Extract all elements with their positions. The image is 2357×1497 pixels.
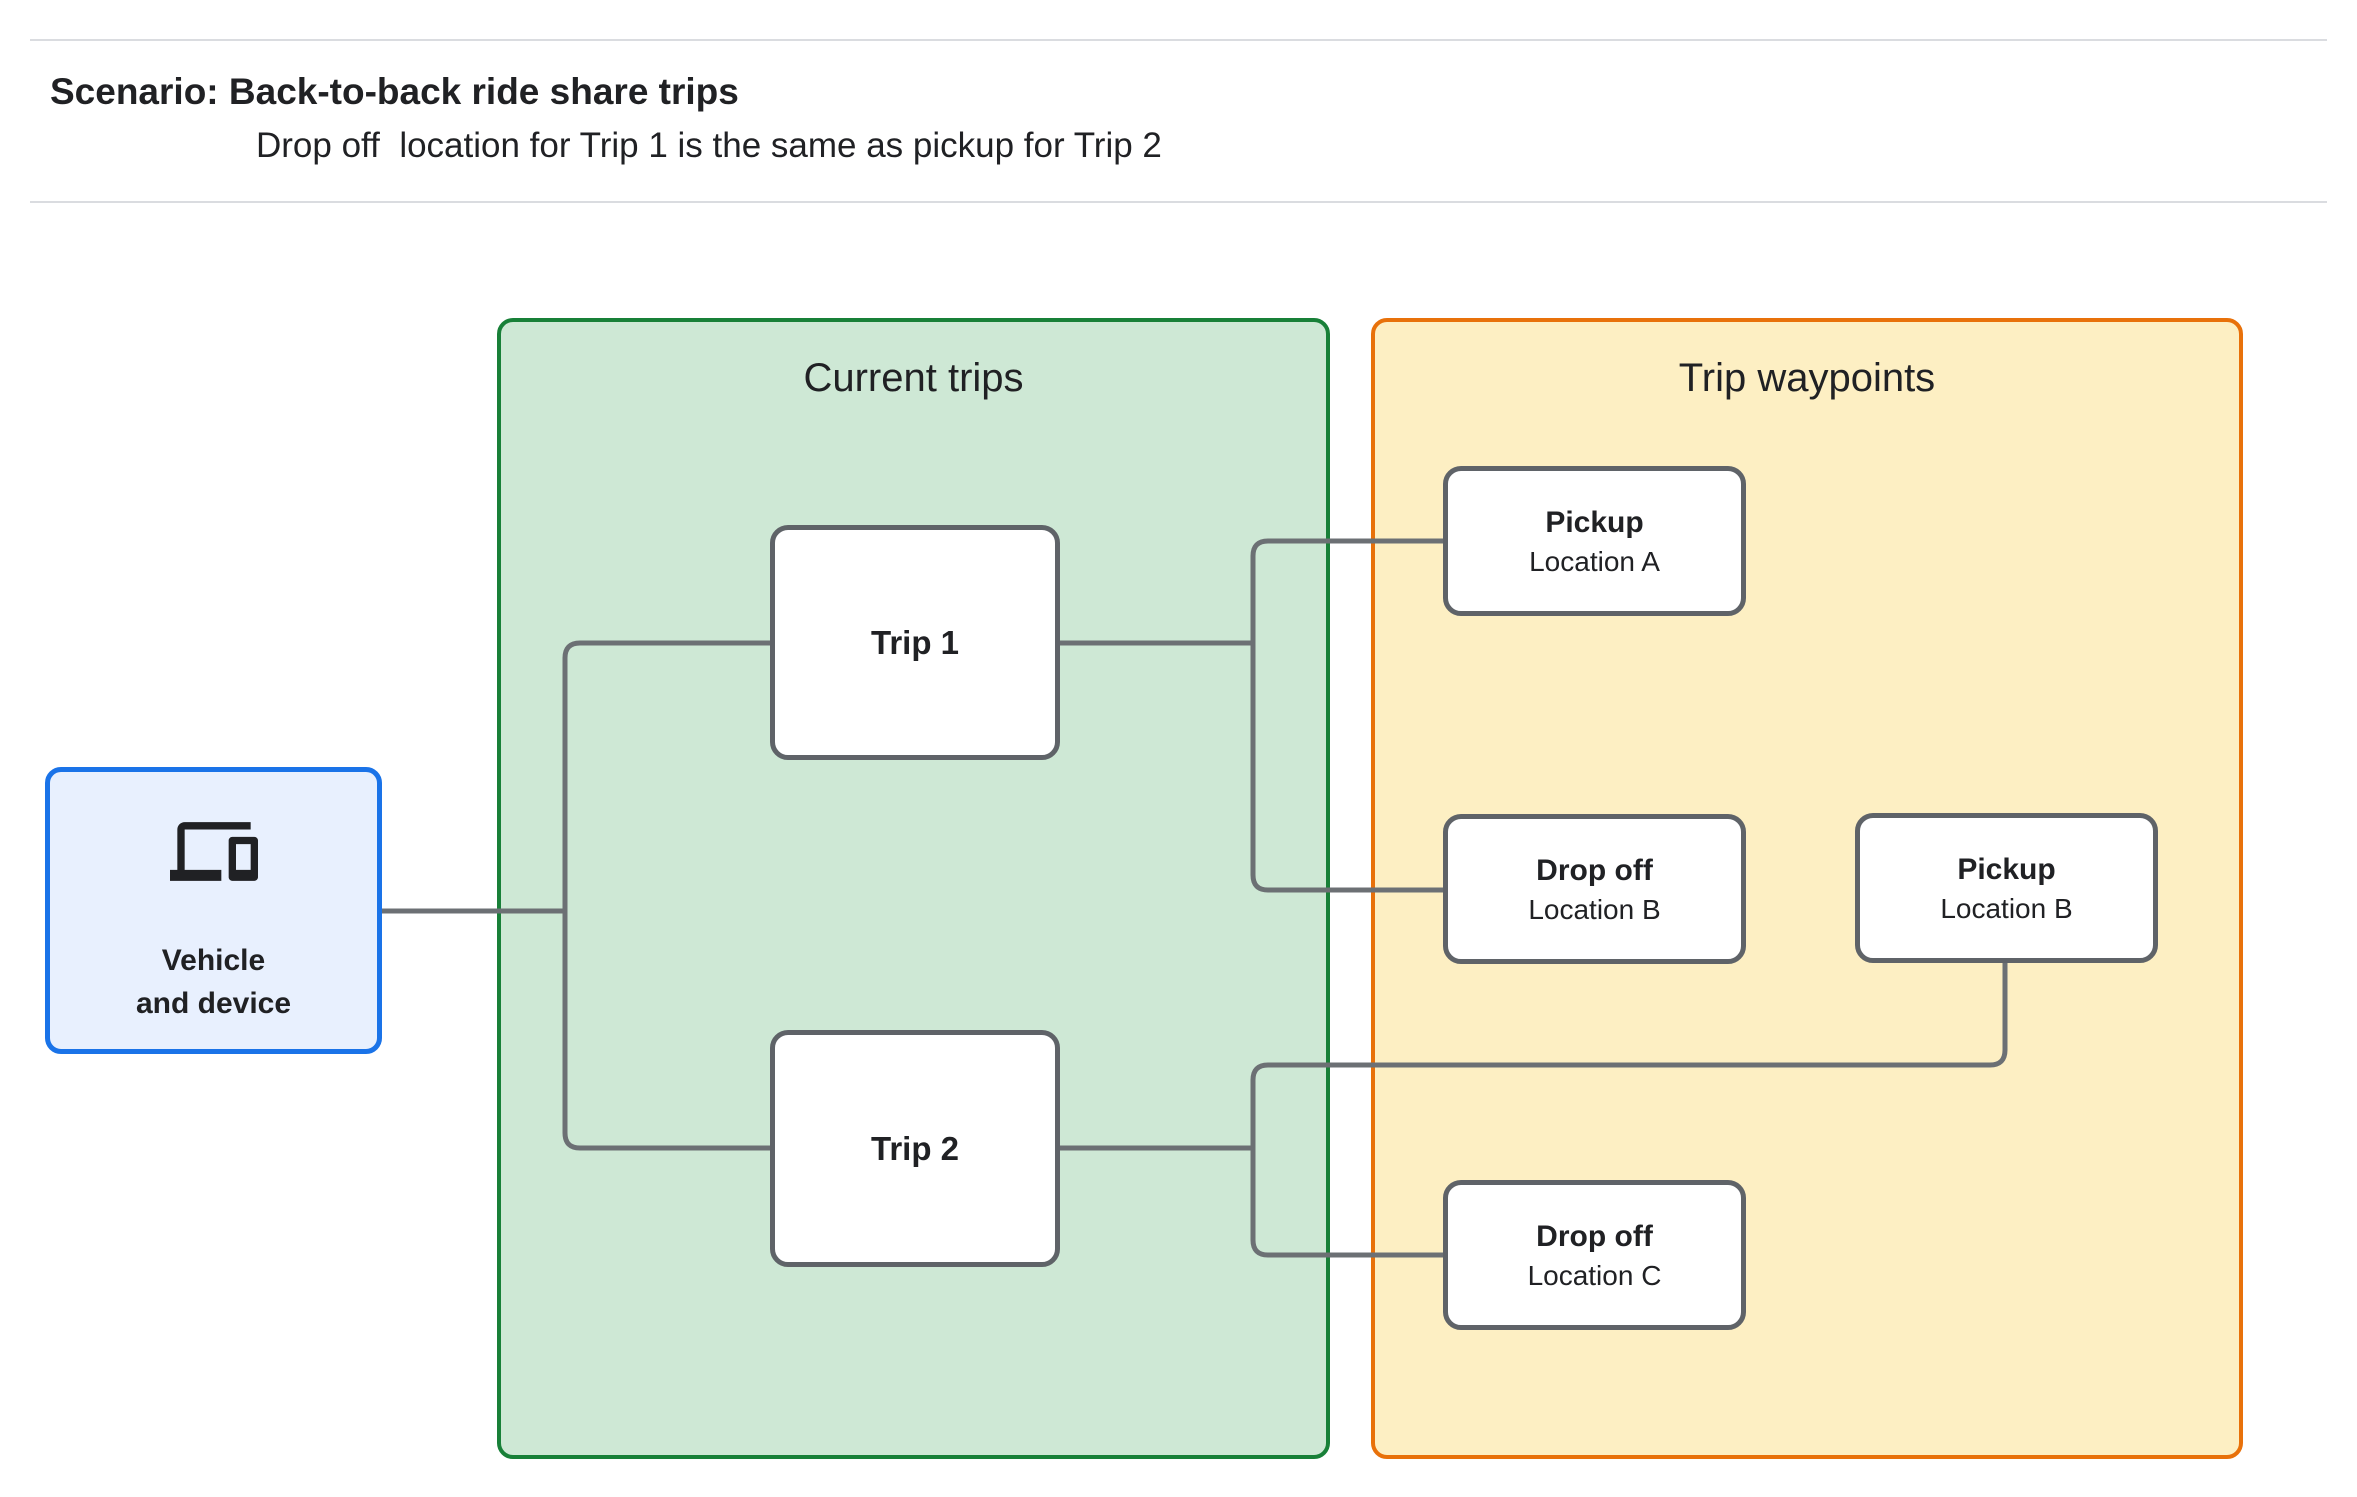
vehicle-device-box: Vehicle and device xyxy=(45,767,382,1054)
trip-1-label: Trip 1 xyxy=(870,623,960,661)
waypoint-dropoff-location-b-box: Drop off Location B xyxy=(1443,814,1746,964)
waypoint-location-label: Location C xyxy=(1527,1260,1662,1291)
header-divider-bottom xyxy=(30,201,2327,203)
header-divider-top xyxy=(30,39,2327,41)
vehicle-device-label-line2: and device xyxy=(135,987,292,1020)
vehicle-device-label-line1: Vehicle xyxy=(161,944,266,977)
connector-branch-pickupA-dropoffB xyxy=(1250,538,1443,893)
current-trips-title: Current trips xyxy=(803,356,1024,400)
page-subtitle: Drop off location for Trip 1 is the same… xyxy=(256,126,1162,165)
vehicle-device-label: Vehicle and device xyxy=(136,939,291,1025)
trip-waypoints-title: Trip waypoints xyxy=(1678,356,1936,400)
waypoint-type-label: Pickup xyxy=(1545,506,1644,539)
devices-icon xyxy=(169,822,258,881)
waypoint-type-label: Pickup xyxy=(1957,853,2056,886)
trip-2-label: Trip 2 xyxy=(870,1129,960,1167)
waypoint-pickup-location-a-box: Pickup Location A xyxy=(1443,466,1746,616)
page-title: Scenario: Back-to-back ride share trips xyxy=(50,71,739,112)
waypoint-dropoff-location-c-box: Drop off Location C xyxy=(1443,1180,1746,1330)
waypoint-location-label: Location B xyxy=(1528,894,1661,925)
waypoint-type-label: Drop off xyxy=(1536,1220,1653,1253)
current-trips-container: Current trips xyxy=(497,318,1330,1459)
trip-1-box: Trip 1 xyxy=(770,525,1060,760)
waypoint-type-label: Drop off xyxy=(1536,854,1653,887)
waypoint-pickup-location-b-box: Pickup Location B xyxy=(1855,813,2158,963)
connector-pickupB-trip2-dropoffC xyxy=(1250,963,2008,1258)
connector-trunk-trip1-trip2 xyxy=(562,640,770,1151)
waypoint-location-label: Location A xyxy=(1529,546,1660,577)
waypoint-location-label: Location B xyxy=(1940,893,2073,924)
trip-2-box: Trip 2 xyxy=(770,1030,1060,1267)
